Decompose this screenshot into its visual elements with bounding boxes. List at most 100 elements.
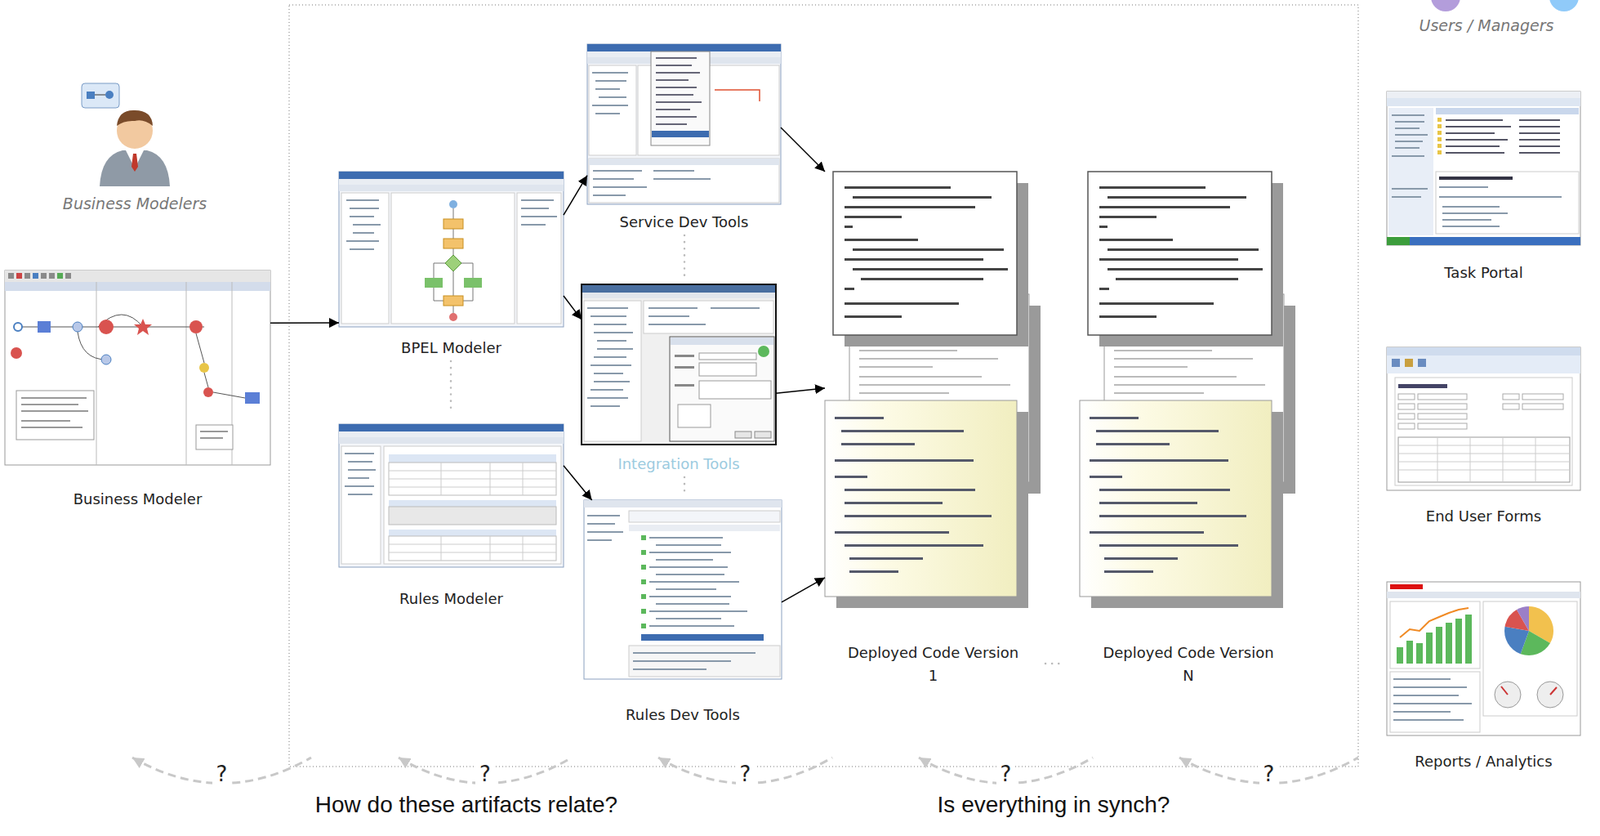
business-modeler-person xyxy=(81,83,120,108)
integration-tools-screen xyxy=(648,307,698,309)
integration-tools-screen xyxy=(699,380,772,399)
rules-modeler-screen xyxy=(347,493,373,495)
rules-modeler-screen xyxy=(441,535,442,561)
end-user-forms-screen xyxy=(1502,393,1520,400)
end-user-forms-screen xyxy=(1398,383,1448,388)
rules-dev-tools-screen xyxy=(628,524,780,531)
integration-tools-screen xyxy=(590,405,620,407)
business-modeler-screen xyxy=(200,430,228,439)
reports-analytics-screen xyxy=(1435,626,1443,664)
business-modeler-screen xyxy=(96,281,98,465)
rules-dev-tools-screen xyxy=(587,514,620,517)
integration-tools-screen xyxy=(670,337,774,345)
rules-modeler-screen xyxy=(490,535,491,561)
node-label: End User Forms xyxy=(1426,504,1542,528)
business-modeler-person xyxy=(81,83,170,187)
task-portal-screen xyxy=(1439,186,1562,228)
service-dev-tools-screen xyxy=(592,169,711,197)
integration-tools-screen xyxy=(648,307,760,326)
service-dev-tools-screen xyxy=(592,104,629,107)
integration-tools-screen xyxy=(699,362,757,376)
reports-analytics-screen xyxy=(1416,642,1423,664)
question-mark: ? xyxy=(1259,761,1280,787)
task-portal-screen xyxy=(1519,125,1560,128)
integration-tools-screen xyxy=(581,284,776,445)
task-portal-screen xyxy=(1439,186,1489,188)
rules-modeler-screen xyxy=(347,460,373,463)
business-modeler-screen xyxy=(21,419,71,422)
task-portal-screen xyxy=(1386,236,1410,246)
service-dev-tools-screen xyxy=(588,158,780,203)
integration-tools-screen xyxy=(593,380,630,383)
screenshot-box: Deployed Code Version N xyxy=(1079,171,1297,623)
end-user-forms-screen xyxy=(1522,403,1564,410)
task-portal-screen xyxy=(1386,236,1581,246)
business-modeler-screen xyxy=(13,322,23,331)
integration-tools-screen xyxy=(590,388,624,391)
rules-dev-tools-screen xyxy=(587,522,616,525)
business-modeler-screen xyxy=(21,396,89,428)
end-user-forms-screen xyxy=(1398,423,1415,429)
integration-tools-screen xyxy=(674,354,695,387)
integration-tools-screen xyxy=(674,354,695,357)
integration-tools-screen xyxy=(587,307,629,309)
caption-text: Users / Managers xyxy=(1419,16,1555,36)
reports-analytics-screen xyxy=(1390,671,1480,732)
screenshot-box: Business Modeler xyxy=(4,270,271,465)
task-portal-screen xyxy=(1391,196,1422,198)
rules-modeler-screen xyxy=(388,454,557,463)
reports-analytics-screen xyxy=(1386,581,1581,736)
rules-modeler-screen xyxy=(383,445,562,564)
task-portal-screen xyxy=(1386,91,1581,99)
business-modeler-screen xyxy=(72,321,83,332)
bpel-modeler-screen xyxy=(352,231,375,234)
bpel-modeler-screen xyxy=(346,199,381,250)
service-dev-tools-screen xyxy=(587,44,781,205)
screenshot-box: Integration Tools xyxy=(581,284,776,445)
rules-dev-tools-screen xyxy=(649,595,731,598)
rules-modeler-screen xyxy=(347,476,370,479)
screenshot-box: Task Portal xyxy=(1386,91,1581,246)
rules-dev-tools-screen xyxy=(641,564,647,570)
reports-analytics-screen xyxy=(1426,632,1433,664)
end-user-forms-screen xyxy=(1417,403,1467,410)
rules-dev-tools-screen xyxy=(649,551,731,553)
integration-tools-screen xyxy=(582,292,776,299)
task-portal-screen xyxy=(1391,114,1425,116)
rules-modeler-screen xyxy=(388,478,557,480)
node-label: Integration Tools xyxy=(617,452,740,476)
bpel-modeler-screen xyxy=(521,199,558,226)
scope-frame xyxy=(289,4,1359,767)
service-dev-tools-screen xyxy=(650,51,710,146)
user-icons xyxy=(1430,0,1579,12)
bpel-modeler-screen xyxy=(521,223,546,226)
service-dev-tools-screen xyxy=(595,88,620,90)
task-portal-screen xyxy=(1437,150,1442,155)
business-modeler-screen xyxy=(57,272,63,279)
task-portal-screen xyxy=(1437,117,1442,155)
business-modeler-screen xyxy=(21,396,87,399)
rules-dev-tools-screen xyxy=(649,566,728,568)
integration-tools-screen xyxy=(583,300,642,442)
bpel-modeler-screen xyxy=(443,218,464,229)
bpel-modeler-screen xyxy=(463,277,482,288)
rules-dev-tools-screen xyxy=(587,530,624,533)
rules-dev-tools-screen xyxy=(655,573,725,575)
rules-dev-tools-screen xyxy=(641,579,647,584)
task-portal-screen xyxy=(1445,145,1500,148)
reports-analytics-screen xyxy=(1537,681,1564,708)
rules-modeler-screen xyxy=(388,529,557,536)
task-portal-screen xyxy=(1435,107,1579,115)
service-dev-tools-screen xyxy=(655,71,700,74)
bpel-modeler-screen xyxy=(349,207,379,210)
task-portal-screen xyxy=(1519,151,1560,154)
end-user-forms-screen xyxy=(1417,393,1467,400)
task-portal-screen xyxy=(1519,119,1560,121)
end-user-forms-screen xyxy=(1398,453,1570,455)
reports-analytics-screen xyxy=(1494,681,1521,708)
business-modeler-screen xyxy=(245,392,260,404)
integration-tools-screen xyxy=(581,284,776,445)
task-portal-screen xyxy=(1394,147,1420,149)
reports-analytics-screen xyxy=(1393,686,1467,688)
task-portal-screen xyxy=(1394,140,1423,143)
